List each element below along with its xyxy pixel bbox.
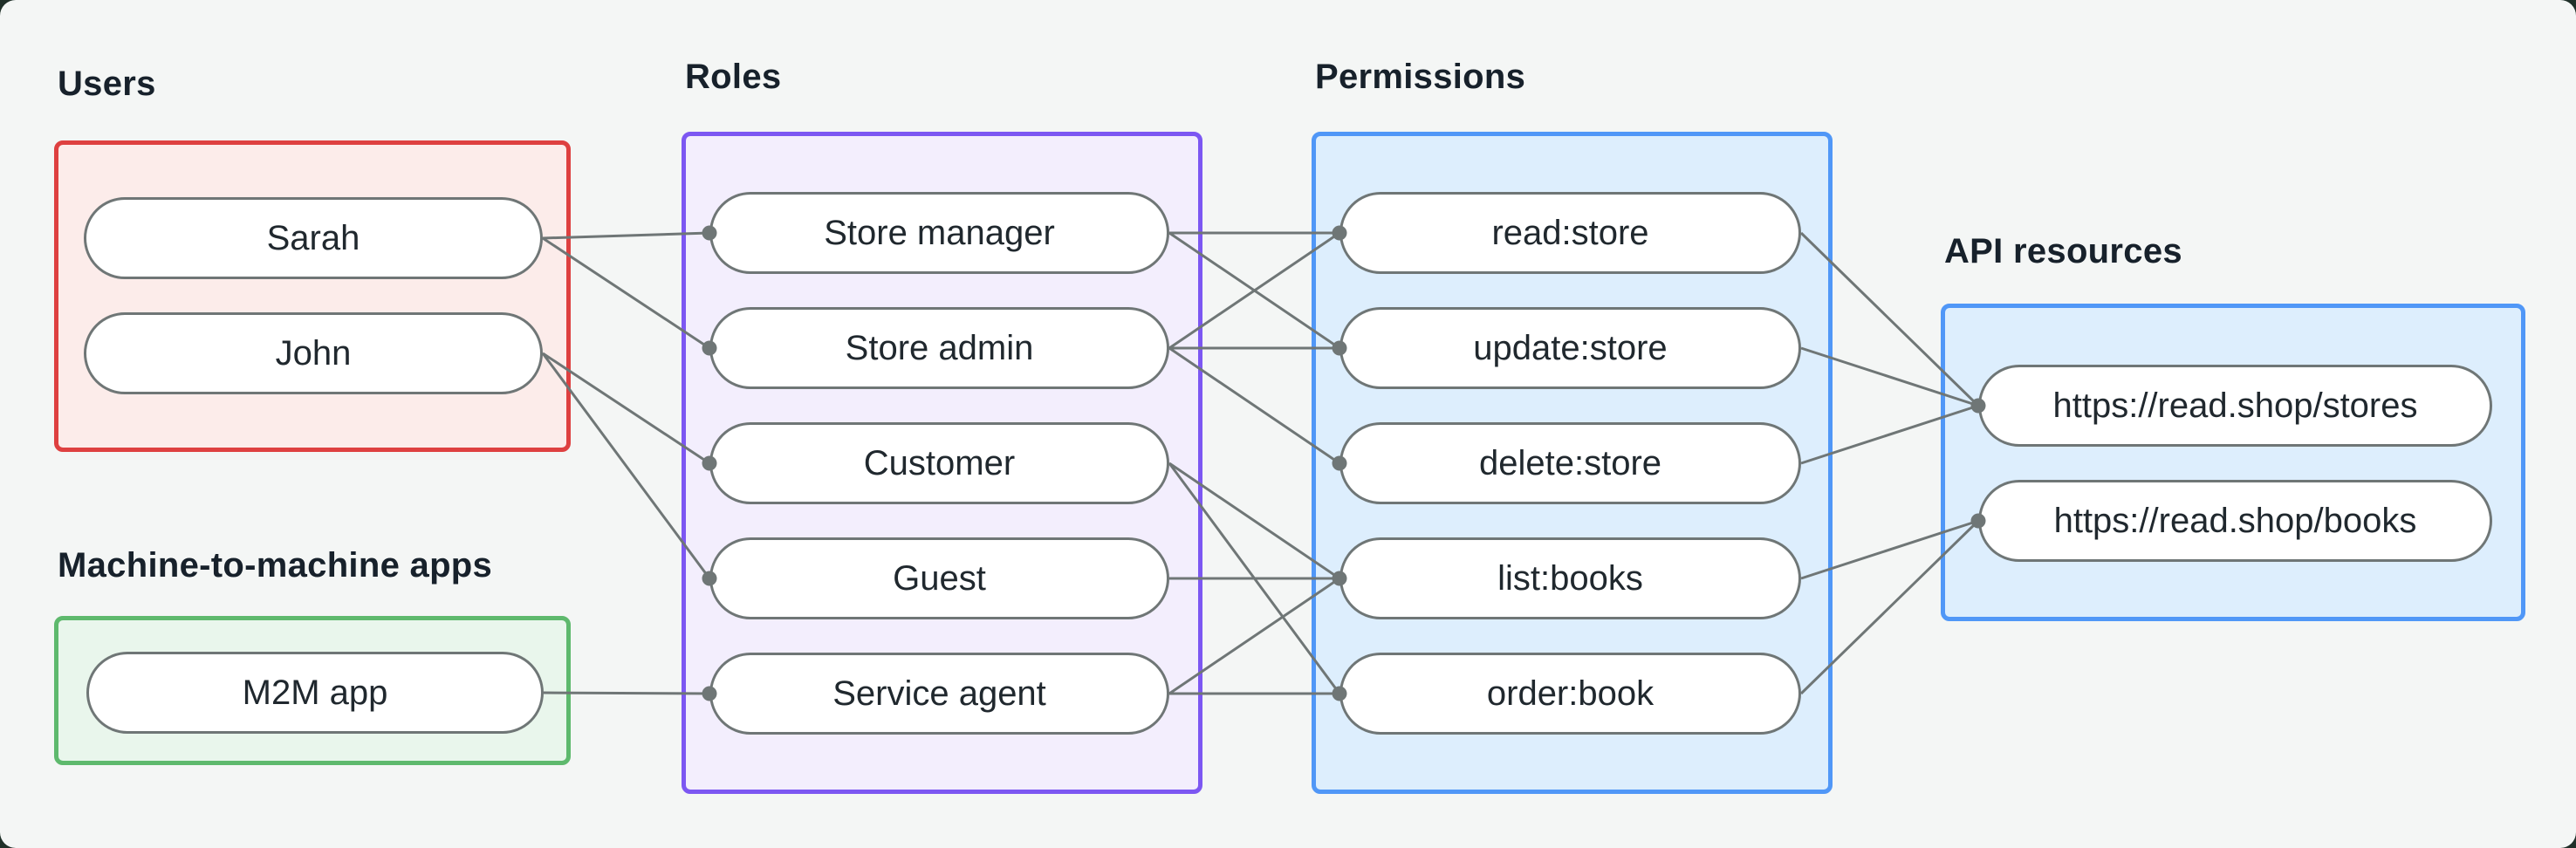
node-customer: Customer — [709, 422, 1169, 504]
node-label-order_book: order:book — [1486, 674, 1655, 713]
node-delete_store: delete:store — [1339, 422, 1801, 504]
node-m2m_app: M2M app — [86, 652, 544, 734]
permissions-section-label: Permissions — [1315, 58, 1526, 96]
node-books: https://read.shop/books — [1978, 480, 2492, 562]
node-john: John — [84, 312, 543, 394]
node-label-service_agent: Service agent — [832, 674, 1046, 713]
node-label-stores: https://read.shop/stores — [2052, 386, 2418, 425]
node-label-sarah: Sarah — [266, 218, 360, 257]
node-label-books: https://read.shop/books — [2053, 501, 2417, 540]
node-read_store: read:store — [1339, 192, 1801, 274]
roles-section-label: Roles — [685, 58, 782, 96]
node-label-store_admin: Store admin — [845, 328, 1034, 367]
api-resources-section-label: API resources — [1944, 232, 2182, 270]
api-resources-group-box — [1941, 304, 2525, 621]
node-store_manager: Store manager — [709, 192, 1169, 274]
node-sarah: Sarah — [84, 197, 543, 279]
node-label-guest: Guest — [893, 558, 986, 598]
users-section-label: Users — [58, 65, 156, 103]
node-label-m2m_app: M2M app — [242, 673, 388, 712]
node-stores: https://read.shop/stores — [1978, 365, 2492, 447]
node-label-store_manager: Store manager — [824, 213, 1055, 252]
node-label-customer: Customer — [863, 443, 1016, 482]
node-label-delete_store: delete:store — [1478, 443, 1662, 482]
node-store_admin: Store admin — [709, 307, 1169, 389]
node-order_book: order:book — [1339, 653, 1801, 735]
users-group-box — [54, 140, 571, 452]
node-label-list_books: list:books — [1497, 558, 1643, 598]
node-label-john: John — [275, 333, 352, 373]
node-guest: Guest — [709, 537, 1169, 619]
node-update_store: update:store — [1339, 307, 1801, 389]
node-label-read_store: read:store — [1491, 213, 1649, 252]
node-label-update_store: update:store — [1473, 328, 1668, 367]
m2m-section-label: Machine-to-machine apps — [58, 546, 493, 585]
node-service_agent: Service agent — [709, 653, 1169, 735]
node-list_books: list:books — [1339, 537, 1801, 619]
